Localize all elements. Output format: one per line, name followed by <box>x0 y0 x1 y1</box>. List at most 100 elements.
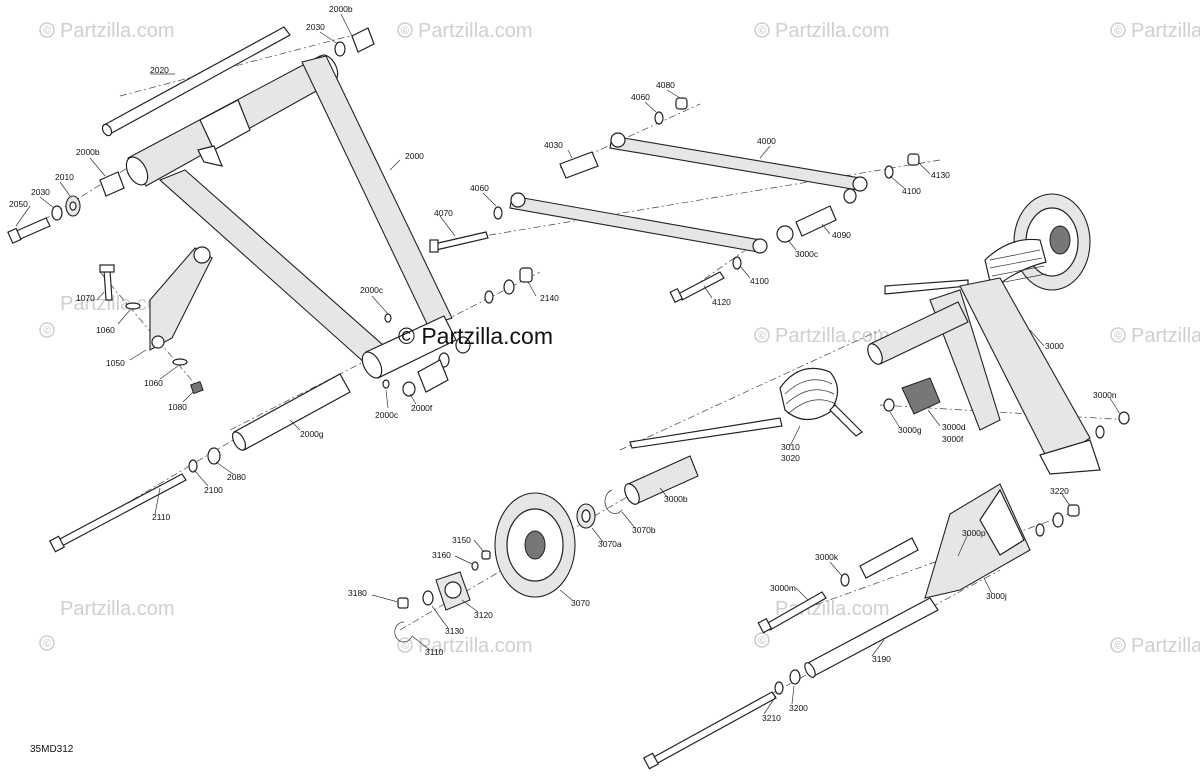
label-3150: 3150 <box>452 535 471 545</box>
label-4070: 4070 <box>434 208 453 218</box>
label-3000c: 3000c <box>795 249 819 259</box>
label-3200: 3200 <box>789 703 808 713</box>
label-3070: 3070 <box>571 598 590 608</box>
svg-text:©: © <box>758 330 766 342</box>
svg-text:©: © <box>43 325 51 337</box>
rear-arm-assembly <box>394 193 1130 770</box>
label-2030-left: 2030 <box>31 187 50 197</box>
label-2000c-bottom: 2000c <box>375 410 399 420</box>
watermark-9: © Partzilla.com <box>397 635 532 657</box>
label-3160: 3160 <box>432 550 451 560</box>
label-4060-left: 4060 <box>470 183 489 193</box>
label-3000: 3000 <box>1045 341 1064 351</box>
label-4120: 4120 <box>712 297 731 307</box>
label-2100: 2100 <box>204 485 223 495</box>
rod-4000-lower <box>509 195 761 253</box>
label-3220: 3220 <box>1050 486 1069 496</box>
label-3120: 3120 <box>474 610 493 620</box>
watermark-2: © Partzilla.com <box>397 20 532 42</box>
label-4080: 4080 <box>656 80 675 90</box>
watermark-6: © Partzilla.com <box>754 325 889 347</box>
svg-text:©: © <box>401 25 409 37</box>
label-1060-bottom: 1060 <box>144 378 163 388</box>
label-3000n: 3000n <box>1093 390 1117 400</box>
label-3000k: 3000k <box>815 552 839 562</box>
watermark-1: © Partzilla.com <box>39 20 174 42</box>
label-4100-bottom: 4100 <box>750 276 769 286</box>
label-4090: 4090 <box>832 230 851 240</box>
svg-text:©: © <box>758 635 766 647</box>
arm-3000 <box>959 277 1091 465</box>
label-3000g: 3000g <box>898 425 922 435</box>
label-3000p: 3000p <box>962 528 986 538</box>
label-1050: 1050 <box>106 358 125 368</box>
label-3010: 3010 <box>781 442 800 452</box>
label-3000m: 3000m <box>770 583 796 593</box>
svg-text:©: © <box>758 25 766 37</box>
label-3000d: 3000d <box>942 422 966 432</box>
label-1070: 1070 <box>76 293 95 303</box>
center-brand-label: © Partzilla.com <box>398 323 553 349</box>
label-3070b: 3070b <box>632 525 656 535</box>
label-4030: 4030 <box>544 140 563 150</box>
bolt-3210 <box>651 691 777 765</box>
label-3210: 3210 <box>762 713 781 723</box>
label-3190: 3190 <box>872 654 891 664</box>
label-2080: 2080 <box>227 472 246 482</box>
label-2030-top: 2030 <box>306 22 325 32</box>
svg-text:©: © <box>43 25 51 37</box>
front-arm-assembly <box>7 26 533 553</box>
svg-text:Partzilla.com: Partzilla.com <box>1131 325 1200 347</box>
label-3000f: 3000f <box>942 434 964 444</box>
svg-text:Partzilla.com: Partzilla.com <box>418 635 532 657</box>
label-1080: 1080 <box>168 402 187 412</box>
label-2010: 2010 <box>55 172 74 182</box>
svg-text:Partzilla.com: Partzilla.com <box>775 325 889 347</box>
rod-4000 <box>609 135 861 191</box>
label-3110: 3110 <box>425 647 444 657</box>
watermark-4: © Partzilla.com <box>1110 20 1200 42</box>
label-2000c-top: 2000c <box>360 285 384 295</box>
label-2140: 2140 <box>540 293 559 303</box>
link-rods <box>429 97 920 303</box>
svg-text:Partzilla.com: Partzilla.com <box>1131 20 1200 42</box>
watermark-11: © Partzilla.com <box>1110 635 1200 657</box>
svg-text:Partzilla.com: Partzilla.com <box>1131 635 1200 657</box>
label-3000j: 3000j <box>986 591 1007 601</box>
label-4060-top: 4060 <box>631 92 650 102</box>
label-3070a: 3070a <box>598 539 622 549</box>
label-4000: 4000 <box>757 136 776 146</box>
label-2000b-left: 2000b <box>76 147 100 157</box>
svg-text:©: © <box>1114 25 1122 37</box>
label-2000: 2000 <box>405 151 424 161</box>
leader-lines <box>15 13 1121 715</box>
watermark-8: © Partzilla.com <box>39 598 174 651</box>
svg-text:©: © <box>1114 640 1122 652</box>
svg-text:Partzilla.com: Partzilla.com <box>418 20 532 42</box>
spring-3010 <box>779 367 839 421</box>
watermarks: © Partzilla.com © Partzilla.com © Partzi… <box>39 20 1200 657</box>
svg-text:Partzilla.com: Partzilla.com <box>60 293 174 315</box>
label-2020: 2020 <box>150 65 169 75</box>
bolt-2110 <box>57 473 187 547</box>
svg-text:©: © <box>43 638 51 650</box>
label-3130: 3130 <box>445 626 464 636</box>
label-2000g: 2000g <box>300 429 324 439</box>
arm-2000-right-leg <box>301 55 453 327</box>
label-2050: 2050 <box>9 199 28 209</box>
label-4100-top: 4100 <box>902 186 921 196</box>
sleeve-2000g <box>233 373 351 451</box>
label-3020: 3020 <box>781 453 800 463</box>
svg-text:©: © <box>1114 330 1122 342</box>
label-1060-top: 1060 <box>96 325 115 335</box>
label-2110: 2110 <box>152 512 171 522</box>
svg-text:Partzilla.com: Partzilla.com <box>775 20 889 42</box>
part-labels: 2000b 2030 2020 2000 2000b 2030 2010 205… <box>9 4 1117 723</box>
label-4130: 4130 <box>931 170 950 180</box>
watermark-7: © Partzilla.com <box>1110 325 1200 347</box>
watermark-3: © Partzilla.com <box>754 20 889 42</box>
label-2000f: 2000f <box>411 403 433 413</box>
link-1050 <box>149 247 213 351</box>
